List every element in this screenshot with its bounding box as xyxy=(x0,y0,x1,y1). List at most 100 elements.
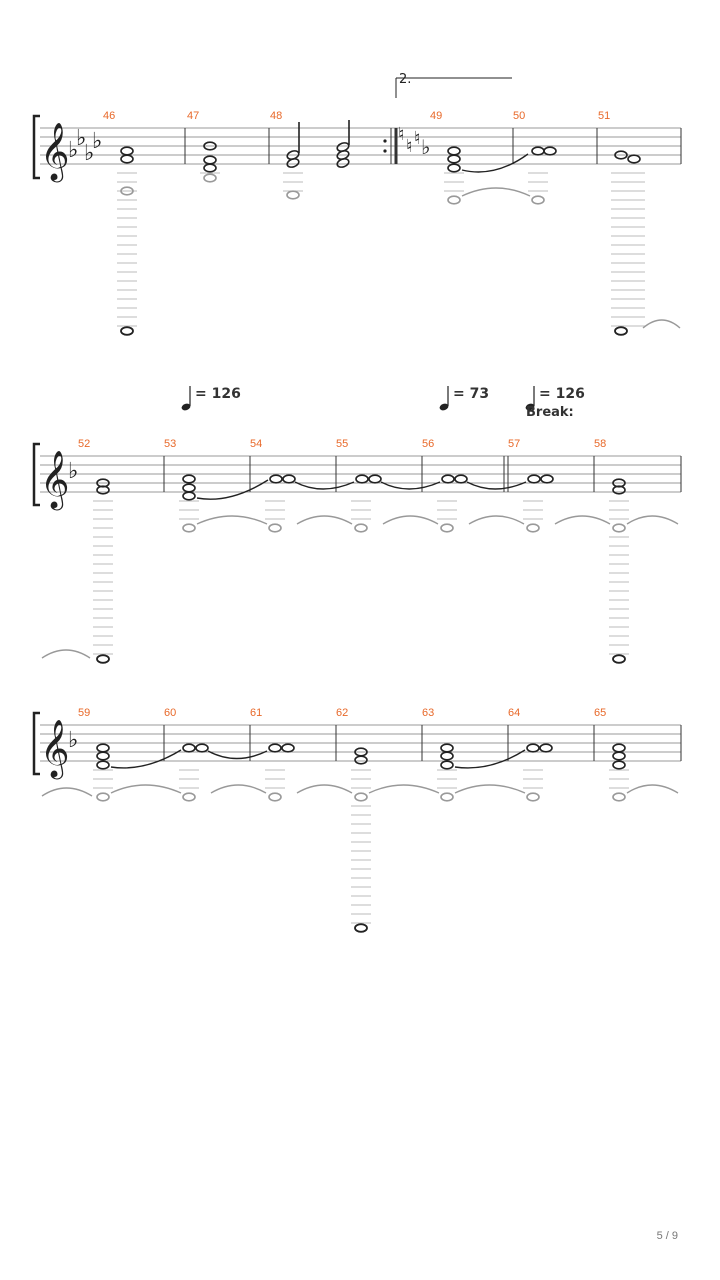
tie xyxy=(461,153,529,173)
tie xyxy=(642,319,681,329)
chords xyxy=(96,743,626,770)
system-1: 2. 𝄞 ♭♭ ♭♭ ♮♮ xyxy=(32,72,682,336)
system-2: = 126 = 73 = 126 Break: xyxy=(32,386,682,664)
svg-text:♭: ♭ xyxy=(84,141,94,166)
chord xyxy=(286,120,350,168)
chord xyxy=(612,478,626,495)
chord xyxy=(447,146,461,173)
key-signature-naturals: ♮♮ ♮ xyxy=(398,124,420,157)
key-signature-flat: ♭ xyxy=(68,459,78,484)
volta-label: 2. xyxy=(399,72,411,87)
chord xyxy=(531,146,557,156)
svg-text:♭: ♭ xyxy=(68,138,78,163)
ghost-note xyxy=(447,195,461,205)
tempo-marking: = 126 xyxy=(181,386,241,411)
measure-number: 62 xyxy=(336,707,348,719)
treble-clef-icon: 𝄞 xyxy=(40,122,70,183)
svg-text:♮: ♮ xyxy=(398,124,404,145)
section-text-break: Break: xyxy=(526,405,574,420)
note xyxy=(96,654,110,664)
measure-numbers: 46 47 48 49 50 51 xyxy=(103,110,610,122)
chord xyxy=(120,146,134,164)
ties xyxy=(110,749,526,769)
volta-bracket: 2. xyxy=(395,72,512,98)
chord xyxy=(614,150,641,164)
note xyxy=(354,923,368,933)
measure-number: 50 xyxy=(513,110,525,122)
chord xyxy=(182,474,196,501)
measure-number: 47 xyxy=(187,110,199,122)
ledger-lines xyxy=(117,172,137,327)
treble-clef-icon: 𝄞 xyxy=(40,450,70,511)
note xyxy=(120,326,134,336)
measure-number: 64 xyxy=(508,707,520,719)
repeat-dot xyxy=(383,149,387,153)
ledger-lines xyxy=(93,769,629,924)
svg-text:♮: ♮ xyxy=(414,128,420,149)
ties xyxy=(196,515,679,525)
measure-number: 65 xyxy=(594,707,606,719)
ghost-note xyxy=(203,173,217,183)
measure-number: 49 xyxy=(430,110,442,122)
measure-numbers: 59 60 61 62 63 64 65 xyxy=(78,707,606,719)
measure-number: 59 xyxy=(78,707,90,719)
system-bracket xyxy=(32,114,40,180)
barlines xyxy=(163,725,682,761)
measure-number: 58 xyxy=(594,438,606,450)
tie xyxy=(461,187,531,197)
measure-number: 56 xyxy=(422,438,434,450)
tempo-marking: = 73 xyxy=(439,386,489,411)
tempo-text: = 126 xyxy=(195,386,241,402)
ghost-notes xyxy=(96,792,626,802)
key-signature-flat: ♭ xyxy=(68,728,78,753)
staff-lines xyxy=(40,724,681,762)
system-bracket xyxy=(32,711,40,776)
barlines xyxy=(163,456,682,492)
ghost-note xyxy=(531,195,545,205)
measure-number: 61 xyxy=(250,707,262,719)
measure-number: 53 xyxy=(164,438,176,450)
tie xyxy=(41,649,91,659)
ties xyxy=(41,784,679,797)
chord xyxy=(96,478,110,495)
ledger-lines xyxy=(609,500,629,655)
measure-number: 54 xyxy=(250,438,262,450)
tempo-text: = 73 xyxy=(453,386,489,402)
staff-lines xyxy=(40,127,681,165)
svg-text:♭: ♭ xyxy=(76,126,86,151)
page-number: 5 / 9 xyxy=(656,1230,678,1242)
measure-number: 55 xyxy=(336,438,348,450)
measure-number: 63 xyxy=(422,707,434,719)
note xyxy=(612,654,626,664)
measure-number: 51 xyxy=(598,110,610,122)
tempo-text: = 126 xyxy=(539,386,585,402)
measure-number: 60 xyxy=(164,707,176,719)
tie xyxy=(196,479,269,500)
repeat-dot xyxy=(383,139,387,143)
tempo-marking: = 126 xyxy=(525,386,585,411)
ghost-note xyxy=(286,190,300,200)
system-bracket xyxy=(32,442,40,507)
chord xyxy=(269,474,554,484)
treble-clef-icon: 𝄞 xyxy=(40,719,70,780)
ledger-lines xyxy=(283,172,303,192)
svg-text:♮: ♮ xyxy=(406,136,412,157)
svg-text:♭: ♭ xyxy=(92,129,102,154)
chord xyxy=(203,141,217,173)
ties xyxy=(294,481,527,490)
ghost-notes xyxy=(182,523,626,533)
note xyxy=(614,326,628,336)
measure-number: 57 xyxy=(508,438,520,450)
measure-number: 48 xyxy=(270,110,282,122)
ledger-lines xyxy=(179,500,543,520)
ghost-note xyxy=(120,186,134,196)
measure-number: 46 xyxy=(103,110,115,122)
barlines xyxy=(184,128,682,164)
ledger-lines xyxy=(611,172,645,327)
key-signature-flats: ♭♭ ♭♭ xyxy=(68,126,102,166)
system-3: 𝄞 ♭ 59 60 61 62 63 64 65 xyxy=(32,707,682,933)
measure-numbers: 52 53 54 55 56 57 58 xyxy=(78,438,606,450)
measure-number: 52 xyxy=(78,438,90,450)
ledger-lines xyxy=(93,500,113,655)
